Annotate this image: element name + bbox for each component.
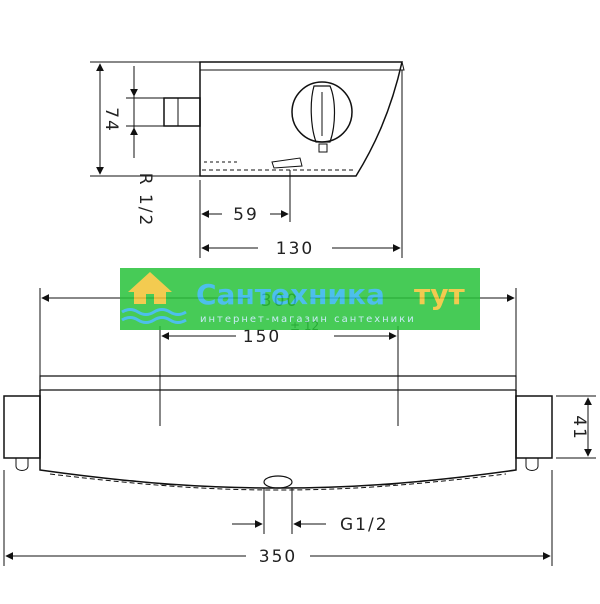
dim-label-g12: G1/2 bbox=[340, 515, 389, 535]
house-waves-icon bbox=[121, 272, 187, 324]
top-view bbox=[163, 61, 405, 177]
top-view-knob-grip bbox=[310, 85, 336, 143]
front-view-body-outline bbox=[39, 390, 517, 489]
front-view bbox=[3, 375, 553, 491]
front-view-left-connector bbox=[3, 395, 41, 459]
watermark-banner bbox=[120, 268, 480, 330]
dim-label-350: 350 bbox=[259, 547, 297, 567]
front-view-top-bar bbox=[39, 375, 517, 391]
front-view-outlet bbox=[263, 475, 293, 489]
watermark-brand-accent: тут bbox=[414, 278, 465, 311]
front-view-right-connector bbox=[515, 395, 553, 459]
top-view-top-plate bbox=[200, 61, 405, 71]
top-view-dimensions bbox=[90, 61, 403, 258]
top-view-labels: 74 R 1/2 59 130 bbox=[101, 107, 314, 259]
watermark-brand-main: Сантехника bbox=[196, 278, 385, 311]
top-view-body-outline bbox=[199, 61, 403, 177]
watermark: Сантехника тут интернет-магазин сантехни… bbox=[120, 268, 480, 330]
dim-label-150: 150 bbox=[243, 327, 281, 347]
dim-label-130: 130 bbox=[276, 239, 314, 259]
front-view-labels: 300 150 ± 12 41 G1/2 350 bbox=[243, 291, 589, 567]
dim-label-59: 59 bbox=[233, 205, 259, 225]
dim-label-74: 74 bbox=[101, 107, 121, 133]
dim-label-41: 41 bbox=[569, 415, 589, 441]
dim-label-r12: R 1/2 bbox=[135, 173, 155, 228]
watermark-tagline: интернет-магазин сантехники bbox=[200, 314, 416, 325]
top-view-inlet-pipe bbox=[163, 97, 201, 127]
